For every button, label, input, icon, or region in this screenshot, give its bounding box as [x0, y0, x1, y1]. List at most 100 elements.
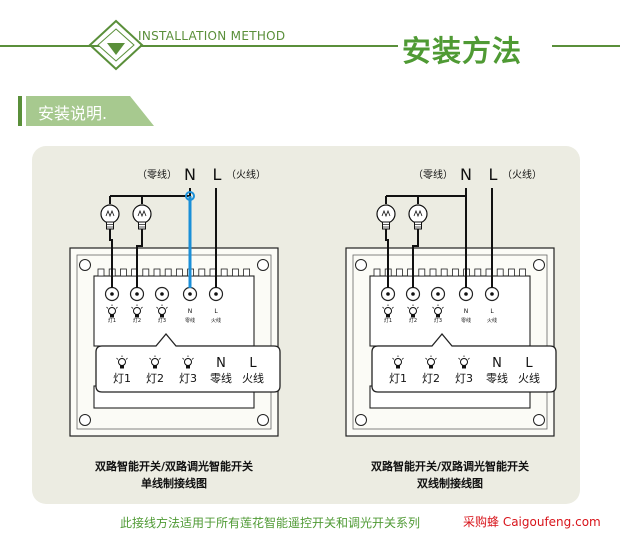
legend-lamp-icon	[425, 355, 437, 369]
terminal-tooth	[142, 268, 150, 277]
terminal-block	[369, 275, 531, 347]
legend-lamp-icon	[149, 355, 161, 369]
mount-screw-icon	[533, 414, 545, 426]
terminal-tooth	[120, 268, 127, 277]
terminal-label: 灯1	[108, 317, 116, 324]
lamp1-switched-wire	[109, 229, 113, 288]
caption-line1: 双路智能开关/双路调光智能开关	[95, 459, 253, 473]
terminal-lamp-icon	[131, 304, 143, 318]
legend-label: 零线	[210, 371, 232, 385]
terminal-screw-center	[464, 292, 468, 296]
mount-screw-icon	[533, 259, 545, 271]
lamp2-switched-wire	[136, 229, 143, 288]
section-label: 安装说明.	[38, 104, 108, 123]
caption-line2: 单线制接线图	[141, 476, 207, 490]
legend-label: 灯2	[146, 372, 164, 385]
terminal-screw-center	[386, 292, 390, 296]
header-rule-right	[552, 45, 620, 47]
lamp-2-icon	[408, 204, 428, 230]
terminal-l-symbol: L	[214, 308, 218, 315]
legend-label: 火线	[242, 371, 264, 385]
mount-screw-icon	[257, 259, 269, 271]
terminal-label: 灯2	[133, 317, 141, 324]
terminal-tooth	[164, 268, 172, 277]
terminal-tooth	[97, 268, 105, 277]
terminal-tooth	[496, 268, 504, 277]
mount-screw-icon	[79, 414, 91, 426]
header-title-en: INSTALLATION METHOD	[138, 29, 286, 43]
terminal-tooth	[418, 268, 426, 277]
terminal-screw-center	[436, 292, 440, 296]
terminal-screw-center	[188, 292, 192, 296]
neutral-junction-icon	[185, 191, 195, 201]
terminal-screw-center	[110, 292, 114, 296]
mount-screw-icon	[355, 259, 367, 271]
plate-inner-frame	[352, 254, 548, 430]
header-title-cn: 安装方法	[402, 34, 523, 68]
terminal-tooth	[474, 268, 482, 277]
legend-label: 火线	[518, 371, 540, 385]
lamp2-switched-wire	[412, 229, 419, 288]
terminal-screw-center	[135, 292, 139, 296]
legend-lamp-icon	[182, 355, 194, 369]
terminal-label: 零线	[185, 317, 195, 324]
lamp-1-icon	[376, 204, 396, 230]
terminal-tooth	[395, 268, 403, 277]
lamp-1-icon	[100, 204, 120, 230]
legend-label: 灯1	[113, 372, 131, 385]
legend-label: 灯1	[389, 372, 407, 385]
terminal-tooth	[429, 268, 437, 277]
terminal-tooth	[507, 268, 515, 277]
terminal-label: 灯1	[384, 317, 392, 324]
terminal-lamp-icon	[407, 304, 419, 318]
lamp-2-icon	[132, 204, 152, 230]
header-diamond-icon	[88, 19, 144, 71]
terminal-n-symbol: N	[188, 308, 193, 315]
section-tab-shape	[18, 96, 154, 126]
terminal-block	[93, 275, 255, 347]
terminal-label: 灯2	[409, 317, 417, 324]
terminal-label: 灯3	[158, 317, 166, 324]
terminal-lamp-icon	[432, 304, 444, 318]
terminal-lamp-icon	[106, 304, 118, 318]
terminal-lamp-icon	[382, 304, 394, 318]
terminal-tooth	[231, 268, 239, 277]
legend-label: 灯3	[179, 372, 197, 385]
mount-screw-icon	[355, 414, 367, 426]
legend-l-symbol: L	[249, 356, 257, 371]
neutral-letter: N	[460, 165, 472, 184]
legend-l-symbol: L	[525, 356, 533, 371]
terminal-tooth	[243, 268, 251, 277]
neutral-letter: N	[184, 165, 196, 184]
terminal-tooth	[373, 268, 381, 277]
header-rule-left	[0, 45, 100, 47]
neutral-tag: （零线）	[413, 168, 453, 181]
legend-lamp-icon	[116, 355, 128, 369]
legend-lamp-icon	[392, 355, 404, 369]
watermark: 采购蜂 Caigoufeng.com	[463, 515, 601, 529]
terminal-lamp-icon	[156, 304, 168, 318]
legend-label: 灯3	[455, 372, 473, 385]
lamp1-switched-wire	[385, 229, 389, 288]
terminal-tooth	[153, 268, 161, 277]
terminal-tooth	[440, 268, 448, 277]
neutral-tag: （零线）	[137, 168, 177, 181]
terminal-tooth	[220, 268, 228, 277]
legend-n-symbol: N	[216, 356, 226, 371]
terminal-screw-center	[490, 292, 494, 296]
mount-screw-icon	[79, 259, 91, 271]
caption-line2: 双线制接线图	[417, 476, 483, 490]
legend-label: 零线	[486, 371, 508, 385]
terminal-screw-center	[214, 292, 218, 296]
terminal-label: 火线	[487, 317, 497, 324]
terminal-tooth	[519, 268, 526, 277]
terminal-l-symbol: L	[490, 308, 494, 315]
footer-note: 此接线方法适用于所有莲花智能遥控开关和调光开关系列	[120, 516, 421, 530]
legend-label: 灯2	[422, 372, 440, 385]
terminal-label: 灯3	[434, 317, 442, 324]
plate-inner-frame	[76, 254, 272, 430]
terminal-screw-center	[411, 292, 415, 296]
